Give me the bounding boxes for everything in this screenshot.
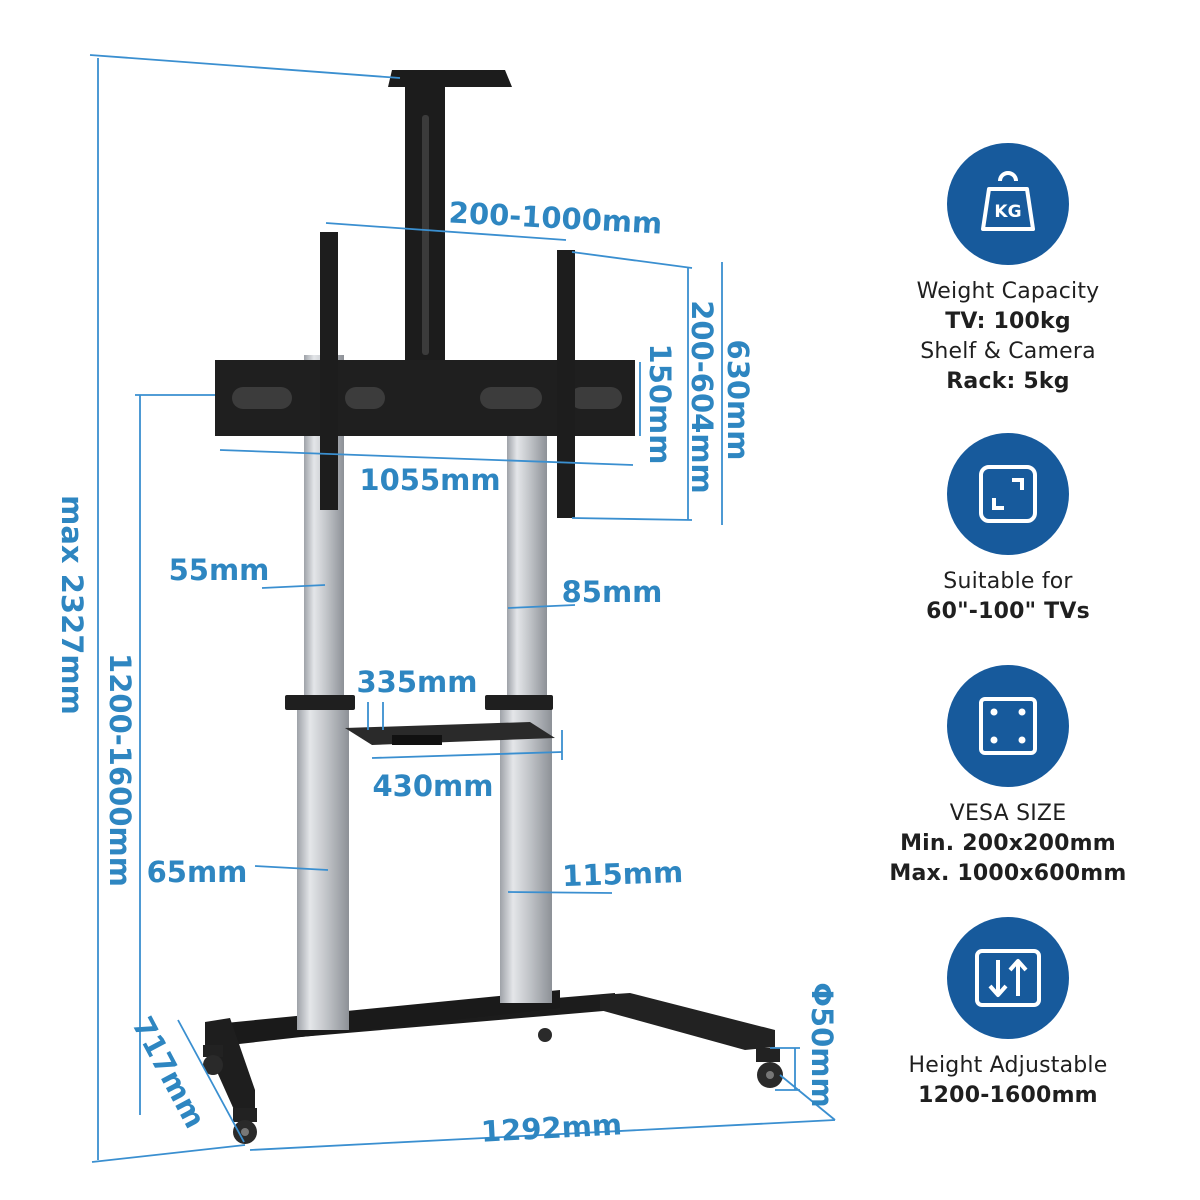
dim-base-width-end xyxy=(779,1074,836,1121)
label-center-height: 1200-1600mm xyxy=(103,653,137,887)
label-max-height: max 2327mm xyxy=(55,495,89,715)
label-lower-pole-small: 65mm xyxy=(147,855,248,889)
feature-line: Min. 200x200mm xyxy=(900,831,1116,856)
height-adjust-icon xyxy=(947,917,1069,1039)
camera-shelf xyxy=(388,70,512,87)
feature-vesa-size: VESA SIZE Min. 200x200mm Max. 1000x600mm xyxy=(880,665,1136,889)
kg-weight-icon: KG xyxy=(947,143,1069,265)
caster-rear xyxy=(538,1028,552,1042)
label-upper-pole-small: 55mm xyxy=(169,553,270,587)
dim-430-line xyxy=(371,751,563,759)
vesa-plate-icon xyxy=(947,665,1069,787)
feature-tv-size: Suitable for 60"-100" TVs xyxy=(880,433,1136,627)
feature-line: Shelf & Camera xyxy=(920,339,1096,364)
camera-column-slot xyxy=(422,115,429,355)
label-bracket-width: 1055mm xyxy=(359,463,500,497)
dim-55-pointer xyxy=(261,584,326,589)
plate-slot xyxy=(570,387,622,409)
left-clamp xyxy=(285,695,355,710)
feature-weight-capacity: KG Weight Capacity TV: 100kg Shelf & Cam… xyxy=(880,143,1136,397)
dim-vesa-height-bottom xyxy=(571,517,693,521)
label-upper-pole-large: 85mm xyxy=(562,575,663,609)
feature-line: Suitable for xyxy=(943,569,1073,594)
svg-text:KG: KG xyxy=(994,202,1021,222)
tv-stand xyxy=(203,70,783,1144)
base-left-leg xyxy=(205,1018,255,1112)
label-base-width: 1292mm xyxy=(480,1107,623,1148)
dim-base-width-line xyxy=(249,1119,836,1151)
dim-85-pointer xyxy=(507,604,576,609)
feature-line: 1200-1600mm xyxy=(918,1083,1098,1108)
feature-line: 60"-100" TVs xyxy=(926,599,1090,624)
label-shelf-width: 430mm xyxy=(373,769,494,803)
vesa-arm-right xyxy=(557,250,575,518)
caster-front-left xyxy=(233,1108,257,1144)
shelf-bracket xyxy=(392,735,442,745)
dim-top-ref-line xyxy=(89,54,401,79)
plate-slot xyxy=(345,387,385,409)
dim-bracket-width-line xyxy=(219,449,634,466)
dim-65-pointer xyxy=(254,865,329,871)
caster-right xyxy=(756,1048,783,1088)
dim-vesa-width-line xyxy=(325,222,567,241)
feature-line: TV: 100kg xyxy=(945,309,1071,334)
vesa-arm-left xyxy=(320,232,338,510)
feature-line: VESA SIZE xyxy=(949,801,1067,826)
label-bracket-height: 630mm xyxy=(721,340,755,461)
label-lower-pole-large: 115mm xyxy=(562,855,684,893)
dim-115-pointer xyxy=(507,891,613,894)
right-pole-lower xyxy=(500,708,552,1003)
dim-bottom-ref-line xyxy=(91,1144,246,1163)
plate-slot xyxy=(232,387,292,409)
label-vesa-height: 200-604mm xyxy=(685,300,719,494)
feature-line: Rack: 5kg xyxy=(946,369,1070,394)
feature-height-adjustable: Height Adjustable 1200-1600mm xyxy=(880,917,1136,1111)
right-clamp xyxy=(485,695,553,710)
label-base-depth: 717mm xyxy=(125,1011,212,1134)
screen-size-icon xyxy=(947,433,1069,555)
dimension-lines xyxy=(89,54,836,1163)
dim-base-depth-line xyxy=(177,1019,245,1143)
base-front-bar xyxy=(205,990,560,1045)
feature-line: Weight Capacity xyxy=(916,279,1100,304)
feature-line: Max. 1000x600mm xyxy=(889,861,1127,886)
base-right-leg xyxy=(600,993,775,1050)
plate-slot xyxy=(480,387,542,409)
label-caster-diameter: Φ50mm xyxy=(805,982,839,1107)
label-bracket-hole: 150mm xyxy=(643,344,677,465)
label-shelf-depth: 335mm xyxy=(357,665,478,699)
feature-line: Height Adjustable xyxy=(908,1053,1108,1078)
dim-vesa-height-top xyxy=(571,251,693,269)
caster-left xyxy=(203,1045,223,1075)
